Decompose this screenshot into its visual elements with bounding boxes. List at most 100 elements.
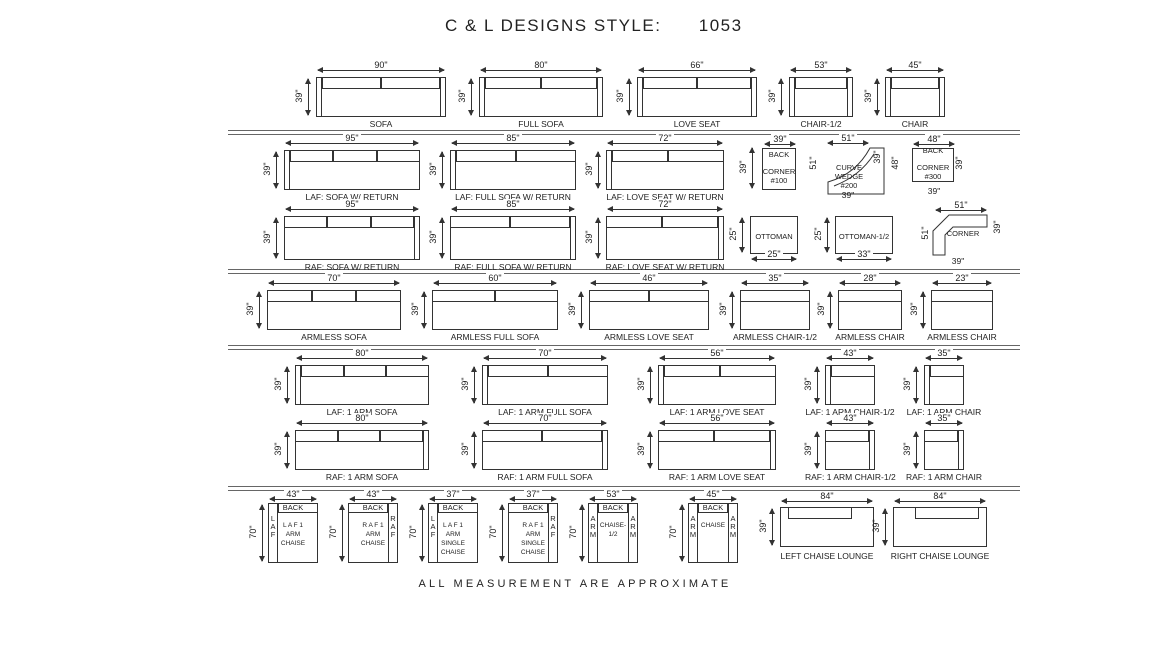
height-label: 39": [273, 377, 283, 391]
lounge-outline: [780, 507, 874, 547]
corner-300: [912, 148, 954, 182]
corner-300-right: 39": [954, 156, 964, 170]
width-dimension: 45": [886, 60, 944, 73]
sofa-arm: [602, 430, 608, 470]
item-label: RAF: SOFA W/ RETURN: [304, 262, 400, 272]
back-cushion: [267, 290, 312, 302]
height-dimension: [647, 431, 653, 469]
chaise-label: R A F 1 ARM SINGLE CHAISE: [520, 522, 546, 556]
chaise-left-label: L A F: [430, 514, 436, 539]
height-label: 39": [428, 162, 438, 176]
width-dimension: 37": [429, 489, 477, 502]
back-cushion: [589, 290, 649, 302]
width-dimension: 56": [659, 348, 775, 361]
width-label: 25": [765, 249, 783, 259]
item-label: LAF: 1 ARM FULL SOFA: [498, 407, 592, 417]
sofa-arm: [939, 77, 945, 117]
height-label: 39": [262, 162, 272, 176]
item-label: ARMLESS CHAIR-1/2: [732, 332, 818, 342]
back-cushion: [327, 216, 371, 228]
width-label: 80": [353, 413, 371, 423]
height-dimension: [284, 431, 290, 469]
chaise-back-label: BACK: [602, 503, 624, 512]
height-dimension: [814, 366, 820, 404]
back-cushion: [516, 150, 576, 162]
chaise-back: [348, 503, 388, 513]
width-label: 43": [841, 413, 859, 423]
width-dimension: 35": [741, 273, 809, 286]
back-cushion: [311, 290, 357, 302]
item-label: LAF: LOVE SEAT W/ RETURN: [606, 192, 724, 202]
back-cushion: [643, 77, 697, 89]
height-label: 39": [718, 302, 728, 316]
item-label: ARMLESS CHAIR: [927, 332, 997, 342]
chaise-back: [278, 503, 318, 513]
height-dimension: [339, 504, 345, 562]
height-dimension: [421, 291, 427, 329]
width-dimension: 70": [483, 413, 607, 426]
chaise-left-label: L A F: [270, 514, 276, 539]
curve-wedge-shape: [827, 147, 885, 195]
width-label: 48": [925, 134, 943, 144]
width-dimension: 66": [638, 60, 756, 73]
item-label: ARMLESS FULL SOFA: [450, 332, 540, 342]
height-dimension: [259, 504, 265, 562]
height-dimension: [729, 291, 735, 329]
height-label: 70": [328, 525, 338, 539]
chaise-right-label: R A F: [550, 514, 556, 539]
width-label: 70": [325, 273, 343, 283]
back-cushion: [831, 365, 875, 377]
chaise-side: [548, 503, 558, 563]
width-label: 80": [532, 60, 550, 70]
chaise-side: [628, 503, 638, 563]
height-label: 39": [767, 89, 777, 103]
lounge-label: RIGHT CHAISE LOUNGE: [890, 551, 990, 561]
width-label: 66": [688, 60, 706, 70]
width-label: 28": [861, 273, 879, 283]
height-label: 39": [909, 302, 919, 316]
width-dimension: 60": [433, 273, 557, 286]
sofa-arm: [770, 430, 776, 470]
chaise-side: [388, 503, 398, 563]
height-label: 39": [262, 230, 272, 244]
back-cushion: [488, 365, 548, 377]
chaise-label: CHAISE: [700, 522, 726, 529]
item-label: LAF: 1 ARM CHAIR-1/2: [805, 407, 895, 417]
height-dimension: [739, 217, 745, 253]
sofa-outline: [931, 290, 993, 330]
width-dimension: 45": [689, 489, 737, 502]
width-dimension: 51": [935, 200, 987, 213]
height-label: 39": [245, 302, 255, 316]
height-label: 39": [863, 89, 873, 103]
sofa-arm: [847, 77, 853, 117]
height-dimension: [471, 366, 477, 404]
back-cushion: [664, 365, 720, 377]
width-dimension: 70": [268, 273, 400, 286]
item-label: CHAIR: [901, 119, 929, 129]
sofa-arm: [316, 77, 322, 117]
item-label: RAF: 1 ARM CHAIR-1/2: [805, 472, 896, 482]
width-dimension: 48": [913, 134, 955, 147]
width-dimension: 43": [269, 489, 317, 502]
back-cushion: [930, 365, 964, 377]
chaise-back-label: BACK: [522, 503, 544, 512]
width-dimension: 46": [590, 273, 708, 286]
corner-bottom: 39": [951, 256, 965, 266]
height-label: 39": [273, 442, 283, 456]
sofa-arm: [869, 430, 875, 470]
item-label: RAF: 1 ARM CHAIR: [905, 472, 983, 482]
width-dimension: 70": [483, 348, 607, 361]
height-dimension: [273, 151, 279, 189]
back-cushion: [284, 216, 328, 228]
sofa-arm: [295, 365, 301, 405]
height-label: 39": [816, 302, 826, 316]
width-label: 53": [812, 60, 830, 70]
height-dimension: [913, 366, 919, 404]
back-cushion: [356, 290, 401, 302]
width-dimension: 35": [925, 413, 963, 426]
width-label: 33": [855, 249, 873, 259]
chaise-back-label: BACK: [282, 503, 304, 512]
row-divider: [228, 345, 1020, 350]
width-dimension: 95": [285, 133, 419, 146]
height-label: 70": [408, 525, 418, 539]
